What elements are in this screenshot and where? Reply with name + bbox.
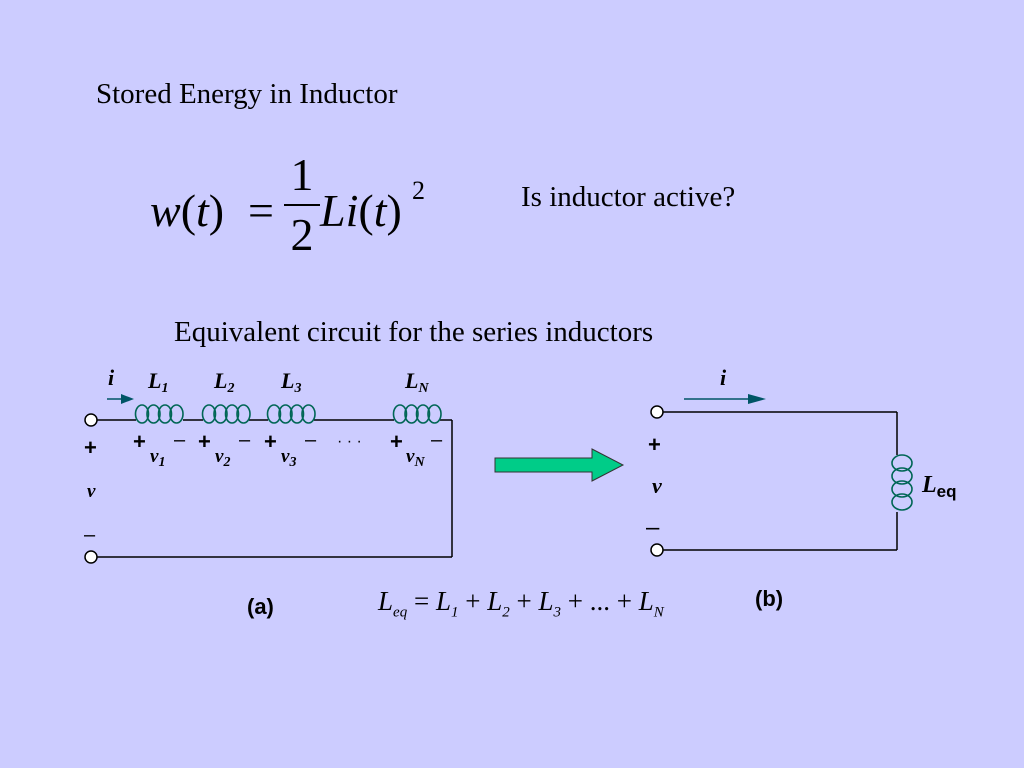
- leq-term-3-sub: 3: [553, 604, 562, 621]
- coil-loop: [891, 454, 913, 472]
- leq-plus-1: +: [465, 586, 481, 616]
- coil-loop: [891, 493, 913, 511]
- leq-formula: Leq = L1 + L2 + L3 + ... + LN: [378, 586, 664, 621]
- coil-loop: [266, 404, 282, 424]
- slide-title: Stored Energy in Inductor: [96, 78, 398, 110]
- voltage-label-v3: v3: [281, 446, 296, 470]
- inductor-eq-label: Leq: [921, 472, 957, 501]
- current-a-arrowhead: [121, 394, 134, 404]
- terminal-b-bottom: [650, 543, 664, 557]
- series-ellipsis: · · ·: [337, 433, 362, 450]
- energy-var-L: L: [320, 185, 346, 236]
- current-a-label: i: [108, 365, 115, 390]
- leq-term-2: L: [487, 586, 503, 616]
- leq-term-N-sub: N: [653, 604, 664, 621]
- transform-arrow-icon: [494, 448, 625, 482]
- coil-loop: [392, 404, 408, 424]
- energy-var-i: i: [345, 185, 359, 236]
- coil-loop: [301, 404, 316, 424]
- caption-a: (a): [247, 594, 274, 619]
- coil-loop: [427, 404, 442, 424]
- leq-term-3: L: [538, 586, 554, 616]
- vN-plus: +: [390, 429, 403, 454]
- leq-term-ellipsis: ...: [589, 586, 610, 616]
- source-b-plus: +: [648, 432, 661, 457]
- energy-fraction: 1 2: [282, 150, 322, 260]
- coil-loop: [415, 404, 431, 424]
- v1-plus: +: [133, 429, 146, 454]
- source-b-minus: –: [646, 514, 660, 541]
- energy-var-w: w: [150, 185, 181, 236]
- fraction-numerator: 1: [290, 149, 314, 200]
- question-text: Is inductor active?: [521, 181, 736, 213]
- inductor-label-L2: L2: [213, 368, 234, 396]
- leq-term-N: L: [638, 586, 654, 616]
- leq-plus-3: +: [567, 586, 583, 616]
- energy-equals: =: [248, 185, 274, 236]
- v3-minus: –: [305, 429, 317, 451]
- coil-loop: [236, 404, 251, 424]
- v2-minus: –: [239, 429, 251, 451]
- coil-loop: [289, 404, 305, 424]
- v2-plus: +: [198, 429, 211, 454]
- energy-exponent: 2: [412, 176, 425, 205]
- coil-loop: [146, 404, 161, 424]
- energy-formula: w(t) = 1 2 Li(t) 2: [150, 150, 450, 270]
- current-b-arrowhead: [748, 394, 766, 404]
- voltage-label-vN: vN: [406, 446, 425, 470]
- energy-rhs: Li(t): [320, 185, 402, 236]
- coil-loop: [134, 404, 150, 424]
- leq-plus-2: +: [516, 586, 532, 616]
- circuit-subtitle: Equivalent circuit for the series induct…: [174, 316, 654, 348]
- energy-rhs-arg-t: t: [373, 185, 387, 236]
- coil-loop: [201, 404, 217, 424]
- leq-term-1: L: [435, 586, 451, 616]
- coil-loop: [404, 404, 419, 424]
- terminal-a-top: [84, 413, 98, 427]
- inductor-label-L3: L3: [280, 368, 301, 396]
- coil-loop: [891, 480, 913, 498]
- inductor-eq-coil: [891, 454, 913, 511]
- inductor-coils: [134, 404, 442, 424]
- leq-equals: =: [413, 586, 430, 616]
- source-a-plus: +: [84, 435, 97, 460]
- fraction-bar: [284, 204, 320, 206]
- inductor-label-LN: LN: [404, 368, 429, 396]
- circuit-a: i L1 L2 L3 LN + – v1 + – v2 + – v3 · · ·…: [84, 365, 453, 619]
- coil-loop: [278, 404, 293, 424]
- current-b-label: i: [720, 365, 727, 390]
- energy-lhs: w(t): [150, 185, 225, 236]
- v1-minus: –: [174, 429, 186, 451]
- leq-plus-4: +: [616, 586, 632, 616]
- caption-b: (b): [755, 586, 783, 611]
- leq-term-1-sub: 1: [450, 604, 459, 621]
- energy-arg-t: t: [196, 185, 209, 236]
- coil-loop: [157, 404, 173, 424]
- voltage-label-v2: v2: [215, 446, 230, 470]
- coil-loop: [891, 467, 913, 485]
- source-b-voltage: v: [652, 473, 662, 498]
- coil-loop: [224, 404, 240, 424]
- leq-lhs-sub: eq: [393, 604, 408, 621]
- voltage-label-v1: v1: [150, 446, 165, 470]
- terminal-a-bottom: [84, 550, 98, 564]
- source-a-minus: –: [84, 524, 96, 546]
- circuit-b: i Leq + v – (b): [646, 365, 957, 611]
- coil-loop: [213, 404, 228, 424]
- leq-term-2-sub: 2: [502, 604, 510, 621]
- source-a-voltage: v: [87, 481, 96, 502]
- inductor-label-L1: L1: [147, 368, 168, 396]
- leq-lhs: L: [378, 586, 394, 616]
- vN-minus: –: [431, 429, 443, 451]
- coil-loop: [169, 404, 184, 424]
- v3-plus: +: [264, 429, 277, 454]
- fraction-denominator: 2: [290, 209, 314, 260]
- terminal-b-top: [650, 405, 664, 419]
